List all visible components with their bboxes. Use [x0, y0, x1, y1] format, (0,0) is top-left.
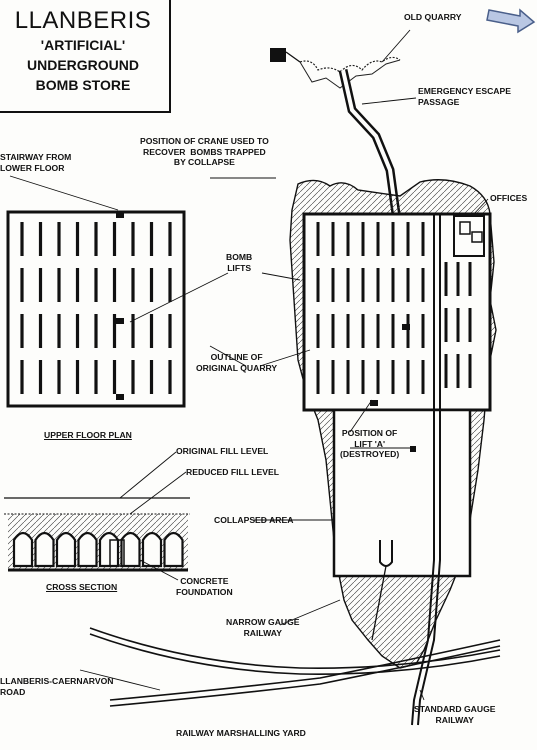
label-collapsed-area: COLLAPSED AREA: [214, 515, 294, 525]
road-and-railways: [89, 627, 501, 707]
title-block: LLANBERIS 'ARTIFICIAL' UNDERGROUND BOMB …: [0, 0, 171, 113]
title-line-4: BOMB STORE: [35, 77, 131, 93]
cross-section-arch: [12, 531, 34, 568]
cross-section: [4, 497, 190, 572]
title-line-2: 'ARTIFICIAL': [40, 37, 126, 53]
title-line-3: UNDERGROUND: [27, 57, 139, 73]
emergency-escape-passage: [338, 69, 401, 215]
cross-section-arch: [98, 531, 120, 568]
upper-floor-plan: [6, 210, 186, 408]
title-line-1: LLANBERIS: [14, 7, 152, 34]
cross-section-arch: [55, 531, 77, 568]
label-bomb-lifts: BOMB LIFTS: [226, 252, 253, 273]
cross-section-arch: [34, 531, 55, 568]
cross-section-arch: [141, 531, 163, 568]
label-crane-position: POSITION OF CRANE USED TO RECOVER BOMBS …: [140, 136, 269, 167]
cross-section-arch: [77, 531, 98, 568]
leader-lines: [9, 29, 489, 701]
label-concrete-foundation: CONCRETE FOUNDATION: [176, 576, 233, 597]
label-road: LLANBERIS-CAERNARVON ROAD: [0, 676, 114, 697]
label-outline-quarry: OUTLINE OF ORIGINAL QUARRY: [196, 352, 278, 373]
label-offices: OFFICES: [490, 193, 528, 203]
label-standard-gauge: STANDARD GAUGE RAILWAY: [414, 704, 496, 725]
label-stairway: STAIRWAY FROM LOWER FLOOR: [0, 152, 72, 173]
north-arrow-icon: [486, 8, 536, 34]
old-quarry-outline: [270, 48, 401, 89]
label-reduced-fill: REDUCED FILL LEVEL: [186, 467, 279, 477]
main-store-plan: [302, 212, 492, 726]
label-upper-floor-plan: UPPER FLOOR PLAN: [44, 430, 132, 440]
label-lift-a: POSITION OF LIFT 'A' (DESTROYED): [340, 428, 400, 459]
label-emergency-escape: EMERGENCY ESCAPE PASSAGE: [418, 86, 511, 107]
label-original-fill: ORIGINAL FILL LEVEL: [176, 446, 269, 456]
label-marshalling-yard: RAILWAY MARSHALLING YARD: [176, 728, 306, 738]
label-cross-section: CROSS SECTION: [46, 582, 118, 592]
label-narrow-gauge: NARROW GAUGE RAILWAY: [226, 617, 300, 638]
label-old-quarry: OLD QUARRY: [404, 12, 462, 22]
cross-section-arch: [163, 531, 184, 568]
